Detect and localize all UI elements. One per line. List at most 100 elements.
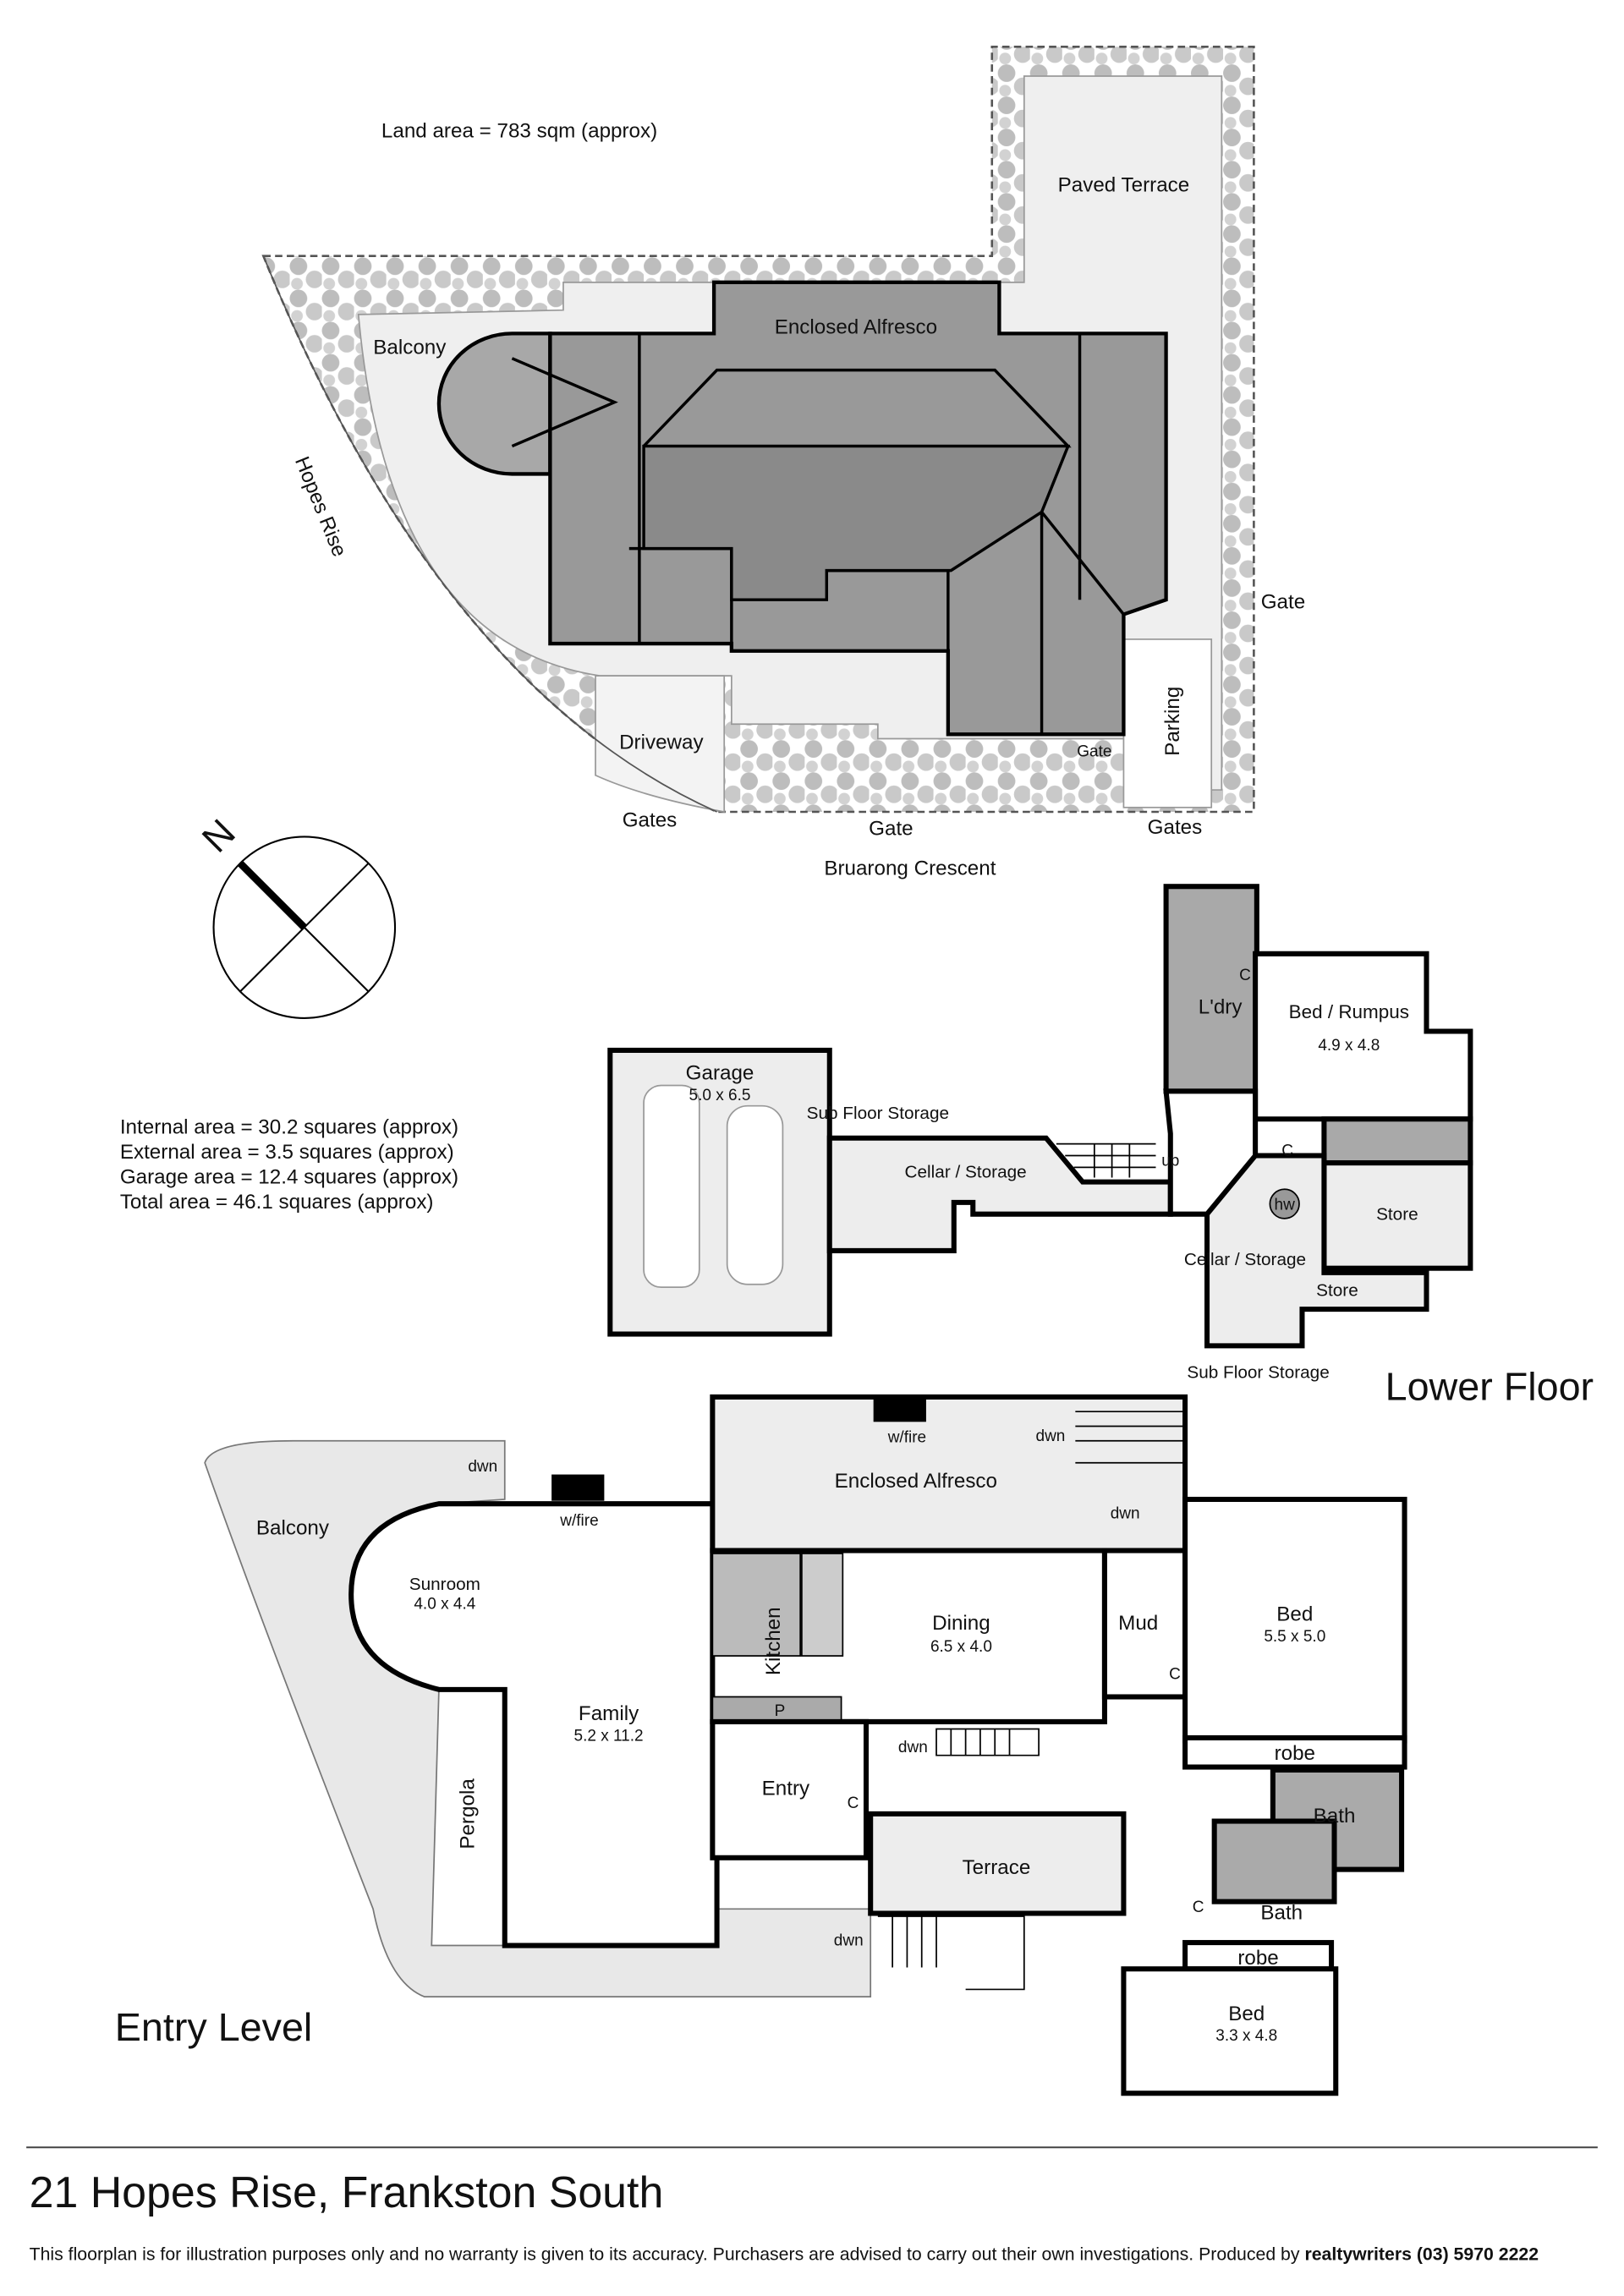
roof-center-dark — [642, 444, 1071, 601]
terrace-stairs — [877, 1915, 1025, 1991]
bath-2-label: Bath — [1260, 1901, 1303, 1924]
bed-2-label: Bed — [1228, 2003, 1265, 2025]
gates-left-label: Gates — [623, 808, 678, 831]
car-icon — [643, 1084, 784, 1289]
bed-rumpus-dim: 4.9 x 4.8 — [1318, 1037, 1380, 1055]
bedroom-2 — [1121, 1966, 1339, 2096]
robe-1-label: robe — [1275, 1742, 1315, 1765]
entry-level-plan: Balcony dwn w/fire Enclosed Alfresco w/f… — [115, 1394, 1407, 2096]
terrace-label: Terrace — [963, 1856, 1031, 1879]
wfire-family: w/fire — [559, 1512, 598, 1530]
bath-1-label: Bath — [1314, 1805, 1356, 1827]
sub-floor-storage-2: Sub Floor Storage — [1187, 1362, 1329, 1382]
parking-label: Parking — [1161, 687, 1184, 756]
hall-cupboard: C — [1193, 1899, 1204, 1916]
alfresco-stairs — [1075, 1396, 1186, 1464]
lower-floor-plan: Garage 5.0 x 6.5 Sub Floor Storage Cella… — [607, 884, 1594, 1408]
disclaimer-text: This floorplan is for illustration purpo… — [30, 2244, 1305, 2264]
hot-water-icon — [1269, 1188, 1300, 1219]
bed-1-label: Bed — [1276, 1603, 1313, 1626]
disclaimer: This floorplan is for illustration purpo… — [30, 2244, 1539, 2264]
enclosed-alfresco — [710, 1394, 1188, 1553]
garage-label: Garage — [686, 1062, 754, 1085]
balcony-roof — [436, 332, 552, 476]
store-room — [1321, 1160, 1473, 1271]
garage-dim: 5.0 x 6.5 — [689, 1087, 751, 1104]
gate-inner-label: Gate — [1077, 743, 1111, 760]
store-1-label: Store — [1376, 1205, 1418, 1225]
internal-area: Internal area = 30.2 squares (approx) — [120, 1116, 458, 1139]
laundry — [1163, 884, 1259, 1094]
kitchen-island — [801, 1553, 844, 1657]
robe-2-label: robe — [1237, 1947, 1278, 1970]
balcony-label: Balcony — [256, 1516, 330, 1539]
north-compass: N — [194, 811, 397, 1019]
lower-floor-title: Lower Floor — [1385, 1364, 1594, 1408]
fireplace-family — [551, 1474, 605, 1501]
paved-terrace-label: Paved Terrace — [1058, 174, 1190, 197]
sub-floor-storage-1: Sub Floor Storage — [807, 1104, 949, 1123]
driveway-label: Driveway — [619, 732, 704, 754]
total-area: Total area = 46.1 squares (approx) — [120, 1191, 434, 1214]
dwn-balcony: dwn — [468, 1458, 497, 1476]
site-plan: Land area = 783 sqm (approx) Paved Terra… — [261, 46, 1305, 879]
dwn-alfresco-2: dwn — [1111, 1504, 1140, 1522]
driveway — [595, 675, 726, 814]
pergola-label: Pergola — [456, 1778, 479, 1849]
sunroom-label: Sunroom — [409, 1575, 480, 1594]
family-label: Family — [579, 1702, 639, 1725]
lower-hall — [1163, 1088, 1259, 1217]
gates-right-label: Gates — [1148, 816, 1203, 839]
entry-label: Entry — [762, 1777, 810, 1800]
store-2-label: Store — [1316, 1281, 1358, 1301]
laundry-label: L'dry — [1199, 996, 1243, 1019]
property-address: 21 Hopes Rise, Frankston South — [30, 2167, 664, 2217]
dwn-alfresco-1: dwn — [1036, 1427, 1066, 1445]
dining-dim: 6.5 x 4.0 — [930, 1638, 992, 1656]
family-sunroom — [348, 1501, 720, 1948]
wfire-alfresco: w/fire — [887, 1429, 926, 1447]
entry — [710, 1718, 870, 1860]
terrace — [868, 1811, 1127, 1916]
gate-right-label: Gate — [1261, 591, 1305, 614]
site-alfresco-label: Enclosed Alfresco — [775, 315, 937, 338]
lower-stairs — [1056, 1143, 1156, 1178]
hopes-rise-label: Hopes Rise — [290, 453, 351, 560]
dwn-entry: dwn — [898, 1739, 928, 1756]
robe-1 — [1182, 1734, 1407, 1770]
north-label: N — [194, 811, 244, 861]
entry-stairs — [935, 1728, 1040, 1756]
pantry-label: P — [775, 1702, 786, 1720]
cellar-corridor — [826, 1135, 1173, 1253]
dwn-terrace: dwn — [834, 1932, 864, 1950]
dining-label: Dining — [932, 1612, 990, 1635]
street-front-label: Bruarong Crescent — [824, 857, 996, 879]
cellar-storage-1: Cellar / Storage — [905, 1162, 1027, 1181]
entry-cupboard: C — [848, 1795, 859, 1812]
gate-bottom-label: Gate — [869, 818, 913, 841]
lower-bathroom — [1321, 1116, 1473, 1166]
family-dim: 5.2 x 11.2 — [574, 1727, 644, 1745]
laundry-cupboard: C — [1239, 967, 1251, 984]
area-summary: Internal area = 30.2 squares (approx) Ex… — [120, 1116, 458, 1214]
hot-water-label: hw — [1275, 1196, 1296, 1214]
bathroom-2 — [1211, 1818, 1337, 1904]
bed-rumpus-label: Bed / Rumpus — [1289, 1001, 1409, 1022]
external-area: External area = 3.5 squares (approx) — [120, 1141, 454, 1164]
bed-1-dim: 5.5 x 5.0 — [1264, 1628, 1325, 1646]
bed-2-dim: 3.3 x 4.8 — [1215, 2027, 1277, 2045]
fireplace-alfresco — [873, 1398, 926, 1422]
site-balcony-label: Balcony — [373, 337, 447, 359]
stairs-up-label: up — [1161, 1153, 1179, 1170]
kitchen-bench — [711, 1553, 802, 1657]
land-area-label: Land area = 783 sqm (approx) — [381, 120, 657, 143]
cellar-storage-2-label: Cellar / Storage — [1184, 1250, 1306, 1269]
street-edge — [262, 255, 717, 813]
sunroom-dim: 4.0 x 4.4 — [414, 1596, 475, 1614]
mud-room — [1101, 1548, 1188, 1700]
robe-2 — [1182, 1940, 1335, 1972]
mud-label: Mud — [1118, 1612, 1158, 1635]
lower-cupboard: C — [1281, 1142, 1293, 1159]
entry-level-title: Entry Level — [115, 2005, 313, 2049]
